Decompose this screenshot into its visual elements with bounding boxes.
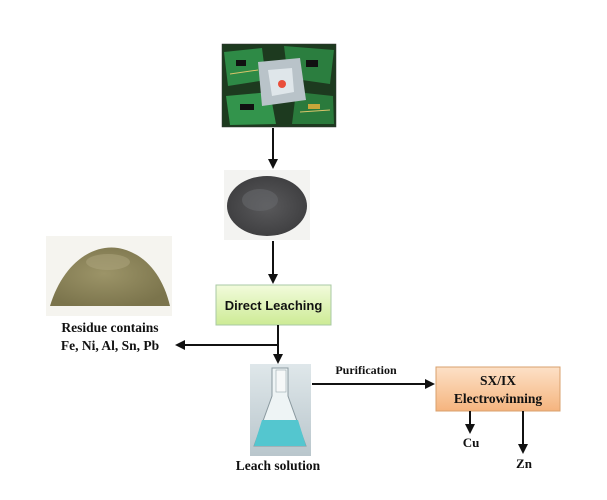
residue-label-line2: Fe, Ni, Al, Sn, Pb (61, 338, 159, 353)
pcb-scrap-image (221, 43, 337, 128)
leach-solution-label: Leach solution (236, 458, 321, 473)
product-zn-label: Zn (516, 456, 533, 471)
direct-leaching-label: Direct Leaching (225, 298, 323, 313)
residue-label-line1: Residue contains (61, 320, 158, 335)
gray-powder-image (224, 170, 310, 240)
direct-leaching-box: Direct Leaching (215, 284, 332, 326)
product-cu-label: Cu (463, 435, 480, 450)
sx-electrowinning-box: SX/IX Electrowinning (435, 366, 561, 412)
purification-label: Purification (335, 363, 397, 377)
leach-solution-flask-image (250, 364, 311, 456)
electrowinning-label: Electrowinning (454, 391, 543, 406)
residue-powder-image (46, 236, 172, 316)
sx-ix-label: SX/IX (480, 373, 516, 388)
